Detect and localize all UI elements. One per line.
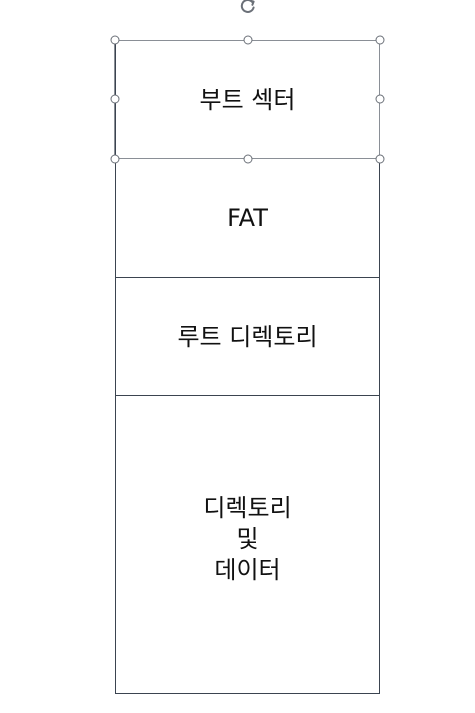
block-root-directory[interactable]: 루트 디렉토리 — [115, 278, 380, 396]
block-boot-sector-label: 부트 섹터 — [199, 85, 296, 114]
resize-handle-middle-right[interactable] — [375, 94, 385, 104]
block-fat[interactable]: FAT — [115, 159, 380, 278]
resize-handle-top-right[interactable] — [375, 35, 385, 45]
resize-handle-middle-left[interactable] — [110, 94, 120, 104]
rotate-handle-icon[interactable] — [239, 0, 257, 15]
resize-handle-top-center[interactable] — [243, 35, 253, 45]
resize-handle-bottom-right[interactable] — [375, 154, 385, 164]
resize-handle-bottom-center[interactable] — [243, 154, 253, 164]
resize-handle-top-left[interactable] — [110, 35, 120, 45]
block-fat-label: FAT — [227, 204, 268, 232]
block-directory-and-data[interactable]: 디렉토리 및 데이터 — [115, 396, 380, 694]
block-root-directory-label: 루트 디렉토리 — [177, 322, 318, 351]
block-directory-and-data-label: 디렉토리 및 데이터 — [203, 494, 292, 584]
resize-handle-bottom-left[interactable] — [110, 154, 120, 164]
block-boot-sector[interactable]: 부트 섹터 — [115, 40, 380, 159]
